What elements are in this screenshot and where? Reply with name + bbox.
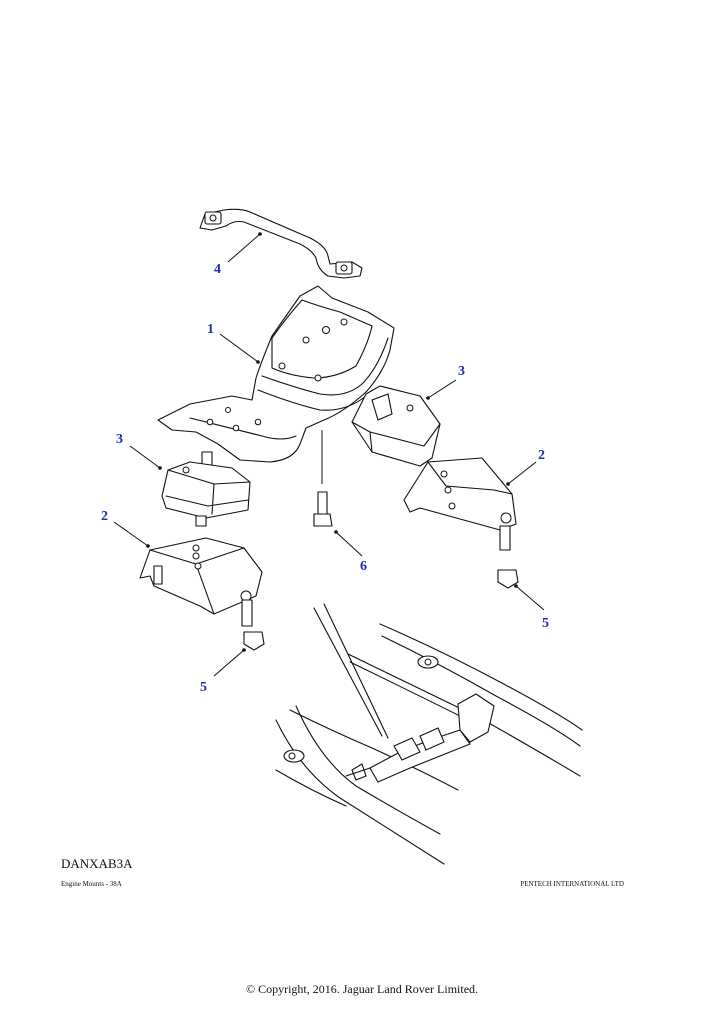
callout-2-right: 2 bbox=[538, 448, 545, 463]
diagram-caption: Engine Mounts - 38A bbox=[61, 880, 122, 888]
part-2-bracket-right bbox=[403, 457, 537, 551]
callout-4: 4 bbox=[214, 262, 221, 277]
callout-1: 1 bbox=[207, 322, 214, 337]
part-5-nut-left bbox=[213, 631, 265, 677]
company-name: PENTECH INTERNATIONAL LTD bbox=[520, 880, 624, 888]
callout-5-right: 5 bbox=[542, 616, 549, 631]
copyright-notice: © Copyright, 2016. Jaguar Land Rover Lim… bbox=[245, 982, 479, 996]
callout-5-left: 5 bbox=[200, 680, 207, 695]
callout-2-left: 2 bbox=[101, 509, 108, 524]
part-1-crossmember bbox=[157, 285, 395, 463]
part-2-bracket-left bbox=[113, 521, 263, 627]
callout-6: 6 bbox=[360, 559, 367, 574]
part-3-mount-right bbox=[351, 379, 457, 467]
part-6-bolt bbox=[313, 430, 363, 557]
callout-3-right: 3 bbox=[458, 364, 465, 379]
part-4-strap bbox=[199, 208, 363, 279]
part-3-mount-left bbox=[129, 445, 251, 527]
callout-labels: 4 1 3 3 2 2 6 5 5 bbox=[101, 262, 549, 695]
chassis-context-view bbox=[275, 603, 583, 865]
callout-3-left: 3 bbox=[116, 432, 123, 447]
part-5-nut-right bbox=[497, 569, 545, 611]
drawing-code: DANXAB3A bbox=[61, 856, 133, 871]
